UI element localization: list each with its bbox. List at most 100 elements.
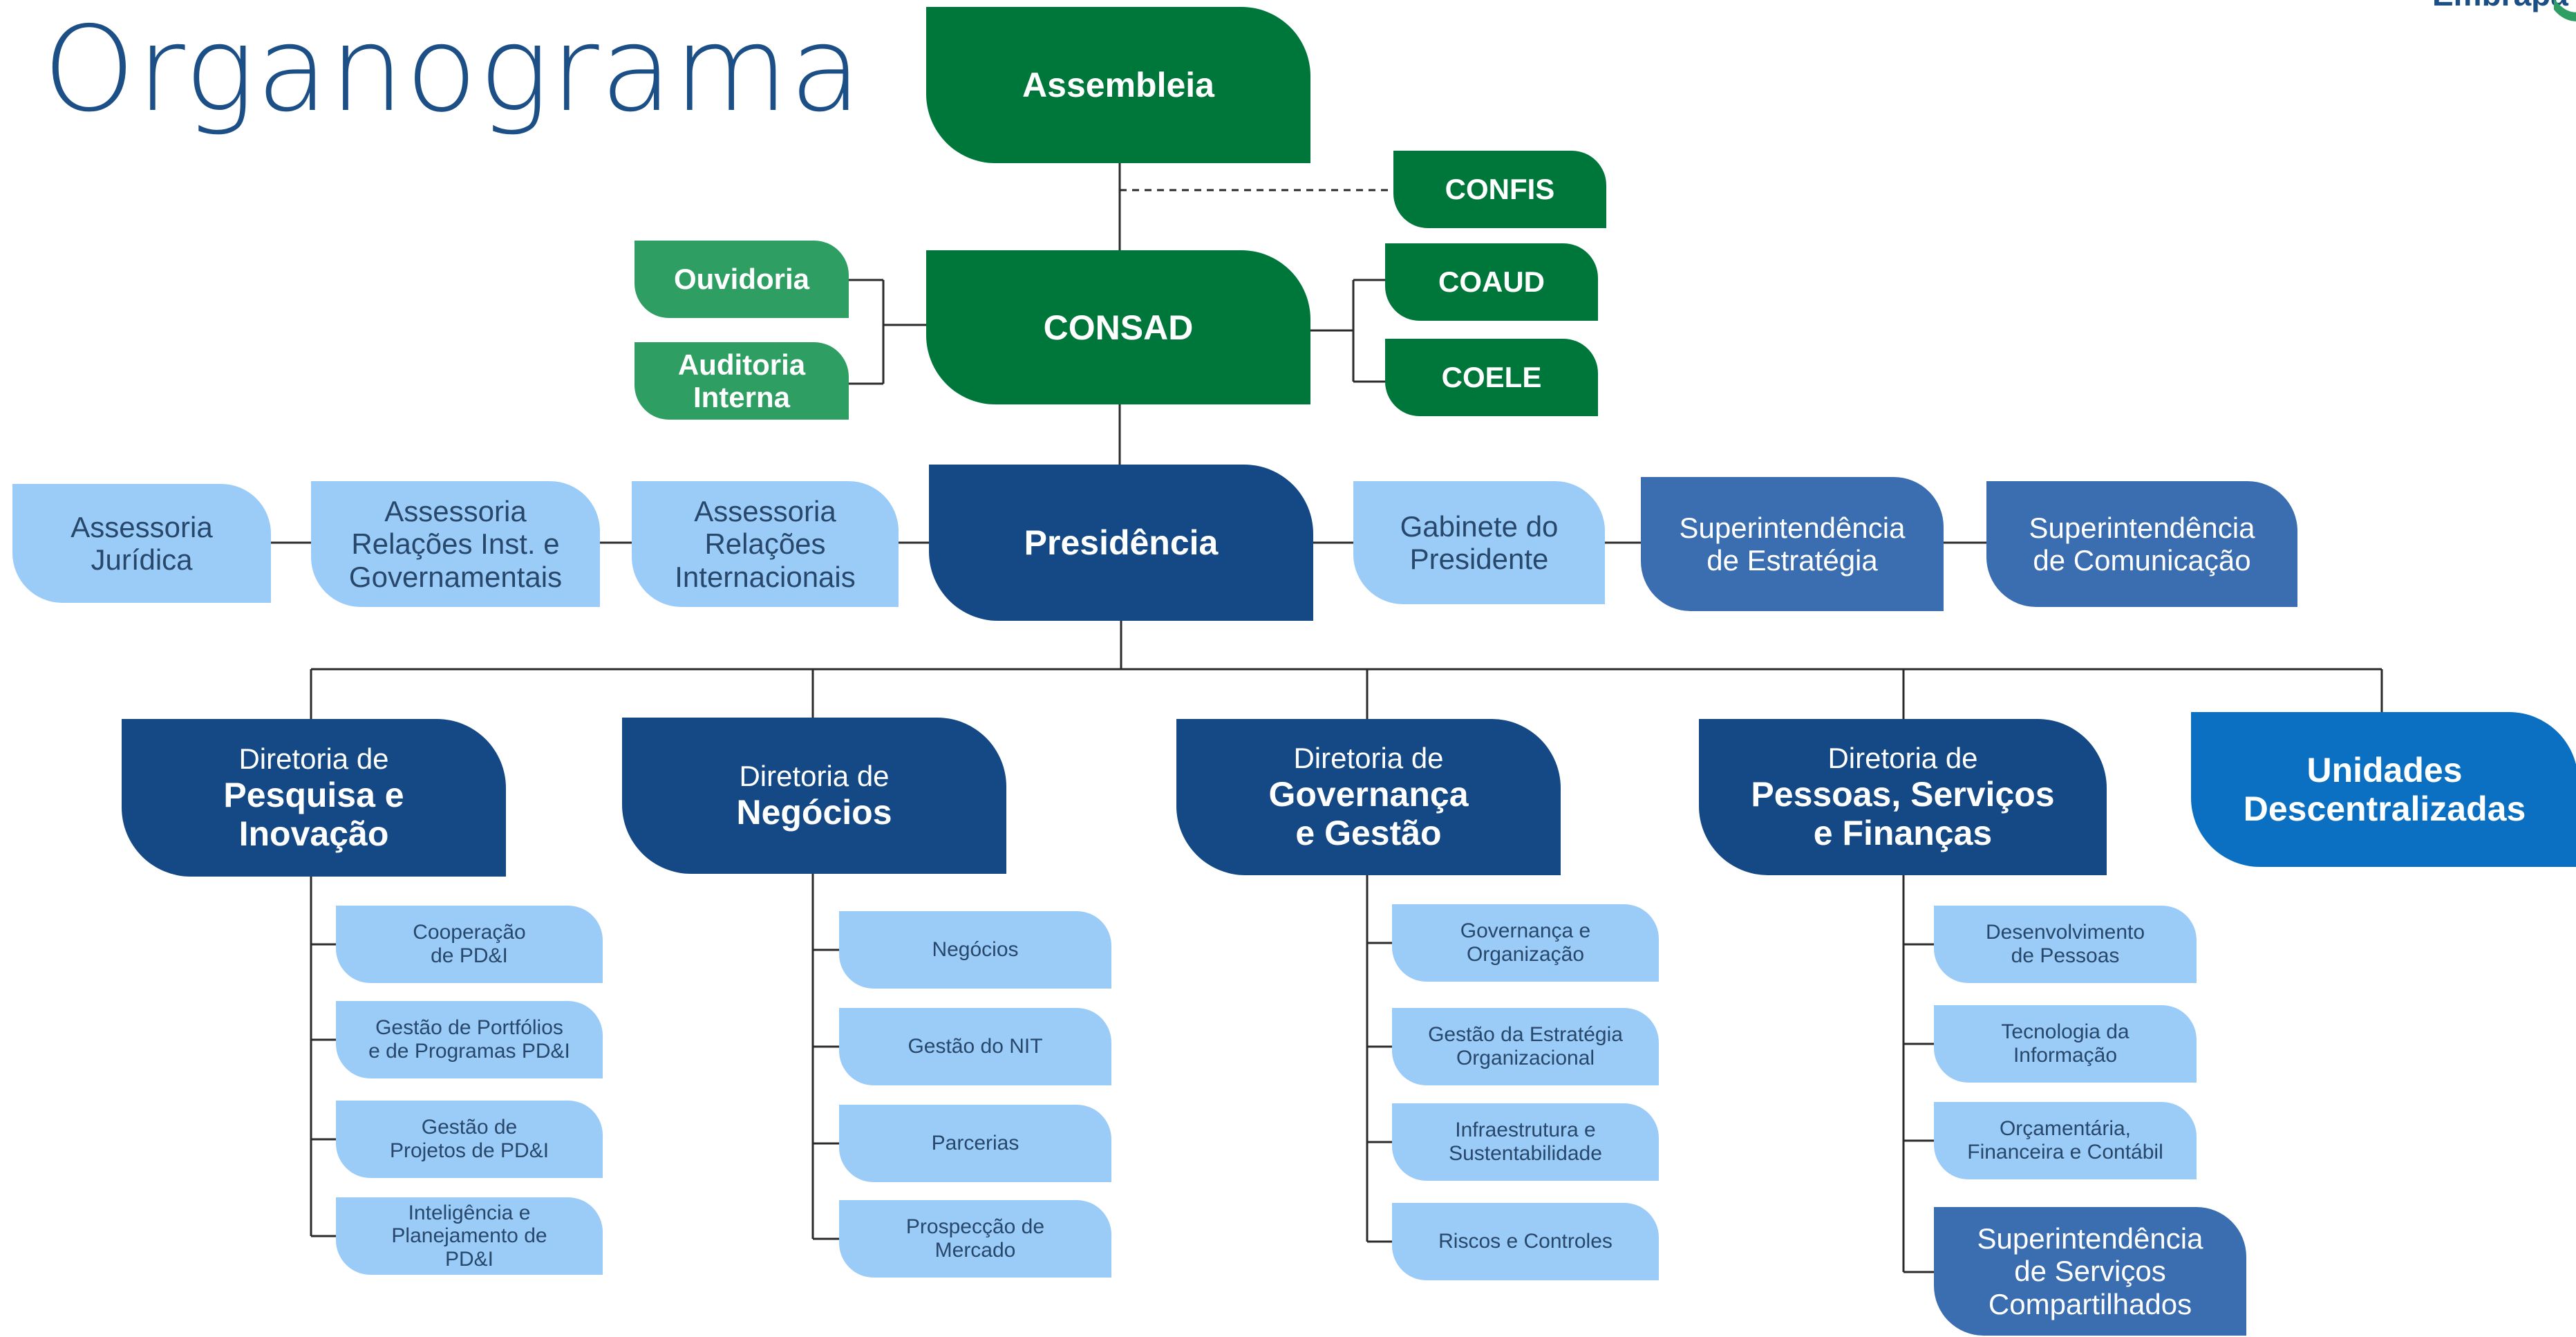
diretoria-3-unit-2-line-1: Gestão da Estratégia — [1428, 1023, 1623, 1047]
coele-box-line-1: COELE — [1441, 361, 1542, 394]
diretoria-1-unit-3-line-1: Gestão de — [421, 1116, 518, 1139]
diretoria-4-unit-3[interactable]: Orçamentária,Financeira e Contábil — [1934, 1102, 2197, 1179]
presidencia-box[interactable]: Presidência — [929, 465, 1313, 621]
assessoria-box-3-line-1: Assessoria — [694, 495, 836, 528]
embrapa-logo: Embrapa — [2432, 0, 2576, 21]
diretoria-1-unit-3-line-2: Projetos de PD&I — [389, 1139, 549, 1162]
diretoria-1-unit-2-line-1: Gestão de Portfólios — [375, 1016, 563, 1040]
diretoria-box-4-name-line-1: Pessoas, Serviços — [1751, 774, 2055, 814]
presidencia-right-box-2-line-1: Superintendência — [1679, 511, 1906, 544]
diretoria-3-unit-2-line-2: Organizacional — [1456, 1047, 1595, 1069]
assessoria-box-2-line-3: Governamentais — [348, 560, 563, 593]
diretoria-2-unit-3-line-1: Parcerias — [931, 1132, 1019, 1155]
auditoria-interna-box-line-1: Auditoria — [677, 348, 806, 381]
auditoria-interna-box-line-2: Interna — [693, 381, 791, 413]
presidencia-right-box-2-line-2: de Estratégia — [1707, 544, 1878, 577]
diretoria-4-unit-1-line-1: Desenvolvimento — [1985, 921, 2145, 944]
diretoria-box-3-name-line-2: e Gestão — [1295, 813, 1442, 852]
assembleia-box-line-1: Assembleia — [1022, 66, 1214, 104]
diretoria-box-4-prefix: Diretoria de — [1827, 742, 1978, 775]
diretoria-1-unit-4-line-2: Planejamento de — [391, 1224, 547, 1248]
diretoria-2-unit-1-line-1: Negócios — [932, 938, 1019, 962]
diretoria-3-unit-4-line-1: Riscos e Controles — [1438, 1230, 1613, 1253]
diretoria-box-4-name-line-2: e Finanças — [1813, 813, 1993, 852]
coele-box[interactable]: COELE — [1385, 339, 1598, 416]
ouvidoria-box-line-1: Ouvidoria — [673, 263, 810, 296]
page-title: Organograma — [43, 1, 863, 138]
diretoria-2-unit-2-line-1: Gestão do NIT — [908, 1035, 1043, 1058]
assessoria-box-1-line-2: Jurídica — [91, 543, 193, 576]
diretoria-3-unit-3-line-1: Infraestrutura e — [1455, 1119, 1596, 1142]
diretoria-box-3-prefix: Diretoria de — [1293, 742, 1444, 775]
diretoria-4-unit-1-line-2: de Pessoas — [2011, 944, 2120, 967]
diretoria-4-unit-3-line-2: Financeira e Contábil — [1967, 1141, 2163, 1163]
diretoria-4-unit-2-line-2: Informação — [2013, 1044, 2118, 1067]
diretoria-2-unit-1[interactable]: Negócios — [839, 911, 1111, 989]
diretoria-2-unit-4-line-2: Mercado — [934, 1239, 1016, 1262]
confis-box[interactable]: CONFIS — [1393, 151, 1606, 228]
diretoria-1-unit-1-line-2: de PD&I — [431, 944, 508, 967]
diretoria-box-3-name-line-1: Governança — [1268, 774, 1469, 814]
diretoria-4-unit-2-line-1: Tecnologia da — [2001, 1020, 2130, 1044]
diretoria-3-unit-3-line-2: Sustentabilidade — [1449, 1142, 1602, 1165]
diretoria-2-unit-2[interactable]: Gestão do NIT — [839, 1008, 1111, 1085]
ouvidoria-box[interactable]: Ouvidoria — [634, 241, 849, 318]
confis-box-line-1: CONFIS — [1445, 173, 1555, 206]
superintendencia-servicos-compartilhados-box-line-3: Compartilhados — [1988, 1287, 2192, 1320]
presidencia-right-box-1-line-1: Gabinete do — [1400, 509, 1559, 543]
presidencia-right-box-1-line-2: Presidente — [1409, 543, 1549, 575]
diretoria-3-unit-1-line-2: Organização — [1466, 943, 1585, 966]
presidencia-right-box-3-line-2: de Comunicação — [2033, 544, 2251, 577]
diretoria-1-unit-4-line-1: Inteligência e — [408, 1201, 531, 1224]
coaud-box[interactable]: COAUD — [1385, 243, 1598, 321]
presidencia-box-line-1: Presidência — [1024, 523, 1219, 562]
assessoria-box-2-line-2: Relações Inst. e — [351, 527, 560, 561]
consad-box[interactable]: CONSAD — [926, 250, 1310, 404]
coaud-box-line-1: COAUD — [1438, 265, 1545, 299]
assessoria-box-3-line-3: Internacionais — [675, 560, 856, 593]
diretoria-box-1-prefix: Diretoria de — [238, 742, 389, 776]
svg-text:Embrapa: Embrapa — [2432, 0, 2568, 12]
diretoria-3-unit-1-line-1: Governança e — [1460, 919, 1591, 943]
diretoria-3-unit-4[interactable]: Riscos e Controles — [1392, 1203, 1659, 1280]
unidades-descentralizadas-box-line-1: Unidades — [2306, 751, 2463, 789]
diretoria-2-unit-3[interactable]: Parcerias — [839, 1105, 1111, 1182]
diretoria-box-2-name-line-1: Negócios — [736, 792, 892, 832]
superintendencia-servicos-compartilhados-box-line-2: de Serviços — [2014, 1255, 2166, 1288]
diretoria-4-unit-3-line-1: Orçamentária, — [1999, 1117, 2132, 1141]
diretoria-1-unit-2-line-2: e de Programas PD&I — [368, 1040, 570, 1063]
diretoria-1-unit-1-line-1: Cooperação — [413, 921, 526, 944]
assessoria-box-1-line-1: Assessoria — [70, 510, 213, 543]
assembleia-box[interactable]: Assembleia — [926, 7, 1310, 163]
unidades-descentralizadas-box-line-2: Descentralizadas — [2243, 789, 2526, 828]
assessoria-box-2-line-1: Assessoria — [384, 495, 527, 528]
diretoria-2-unit-4-line-1: Prospecção de — [905, 1215, 1045, 1239]
presidencia-right-box-3-line-1: Superintendência — [2029, 511, 2255, 544]
assessoria-box-3-line-2: Relações — [704, 527, 826, 561]
diretoria-box-1-name-line-1: Pesquisa e — [223, 775, 404, 814]
